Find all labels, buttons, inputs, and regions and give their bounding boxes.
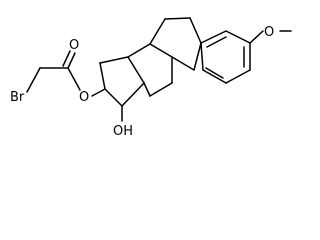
a-ring <box>200 30 251 84</box>
bond-b4 <box>193 42 202 71</box>
bond-carbonyl-double-1 <box>67 52 76 69</box>
bond-a-inner-1 <box>206 36 227 48</box>
bond-carbonyl-double-2 <box>62 50 71 67</box>
molecule-drawing: Br O O OH O <box>10 17 292 139</box>
bond-aryl-o <box>249 30 264 44</box>
c-ring <box>127 43 173 97</box>
bromoacetyl-group <box>26 50 81 93</box>
bond-a4 <box>225 69 251 84</box>
bond-b2 <box>164 17 191 20</box>
bromine-label: Br <box>10 90 25 105</box>
bond-b3 <box>189 17 202 44</box>
chemical-structure-diagram: Br O O OH O <box>10 17 292 139</box>
ester-linkage <box>91 88 106 97</box>
ester-oxygen-label: O <box>79 90 89 105</box>
bond-b1 <box>149 18 166 45</box>
bond-c4 <box>149 82 173 97</box>
d-ring <box>99 56 145 122</box>
bond-c5 <box>143 82 151 97</box>
bond-b5 <box>171 56 195 71</box>
bond-ester-o-c16 <box>91 88 106 97</box>
bond-c2 <box>149 43 173 58</box>
methoxy-oxygen-label: O <box>264 25 274 40</box>
bond-d2 <box>99 56 129 64</box>
bond-a1 <box>200 30 227 44</box>
bond-br-ch2 <box>26 67 41 93</box>
carbonyl-oxygen-label: O <box>69 38 79 53</box>
methoxy-group <box>249 30 292 44</box>
hydroxyl-label: OH <box>113 124 133 139</box>
bond-a2 <box>225 30 251 44</box>
b-ring <box>149 17 202 71</box>
bond-d1 <box>99 62 106 90</box>
bond-c1 <box>127 43 151 58</box>
bond-d4 <box>121 82 145 107</box>
bond-d3 <box>127 56 145 84</box>
bond-a6 <box>200 42 204 71</box>
bond-d5 <box>104 88 123 107</box>
bond-a-inner-3 <box>205 67 224 79</box>
bond-a5 <box>202 69 227 84</box>
bond-carbonyl-ester-o <box>67 67 81 91</box>
